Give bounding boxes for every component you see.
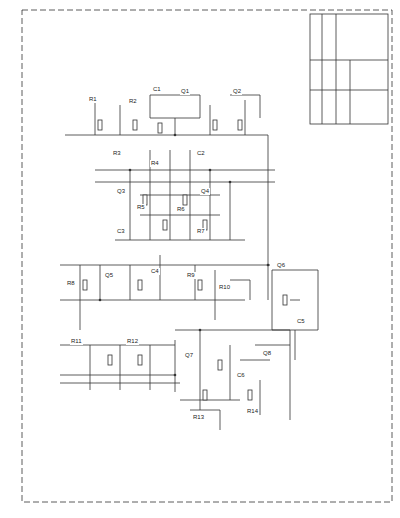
part-label: C3 — [116, 228, 126, 235]
resistor-symbol — [213, 120, 217, 130]
wires-main — [60, 135, 275, 392]
resistor-symbol — [158, 123, 162, 133]
part-label: C4 — [150, 268, 160, 275]
title-block-grid — [310, 14, 388, 124]
resistor-symbol — [163, 220, 167, 230]
resistor-symbol — [138, 355, 142, 365]
part-label: Q7 — [184, 352, 194, 359]
part-label: R14 — [246, 408, 259, 415]
resistor-symbol — [203, 390, 207, 400]
resistor-symbol — [183, 195, 187, 205]
part-label: R1 — [88, 96, 98, 103]
part-label: R11 — [70, 338, 83, 345]
wires-lower — [175, 330, 290, 430]
part-label: Q5 — [104, 272, 114, 279]
title-block — [310, 14, 388, 124]
part-label: R10 — [218, 284, 231, 291]
resistor-symbol — [218, 360, 222, 370]
part-label: R3 — [112, 150, 122, 157]
resistor-symbol — [108, 355, 112, 365]
part-label: R8 — [66, 280, 76, 287]
part-label: R7 — [196, 228, 206, 235]
resistor-symbol — [198, 280, 202, 290]
part-label: R2 — [128, 98, 138, 105]
part-label: R12 — [126, 338, 139, 345]
part-label: C1 — [152, 86, 162, 93]
wires-top — [95, 95, 260, 135]
part-label: C6 — [236, 372, 246, 379]
resistor-symbol — [133, 120, 137, 130]
resistor-symbol — [83, 280, 87, 290]
resistor-symbol — [283, 295, 287, 305]
resistor-symbol — [98, 120, 102, 130]
part-label: Q8 — [262, 350, 272, 357]
part-label: Q6 — [276, 262, 286, 269]
resistor-symbol — [138, 280, 142, 290]
part-label: Q3 — [116, 188, 126, 195]
wires-middle — [60, 255, 250, 330]
wires-lower-left — [90, 345, 150, 390]
part-label: R5 — [136, 204, 146, 211]
resistor-symbol — [238, 120, 242, 130]
wires-right-block — [272, 270, 318, 360]
part-label: R4 — [150, 160, 160, 167]
part-label: C2 — [196, 150, 206, 157]
part-label: Q2 — [232, 88, 242, 95]
part-label: R6 — [176, 206, 186, 213]
part-label: C5 — [296, 318, 306, 325]
part-label: R13 — [192, 414, 205, 421]
part-label: R9 — [186, 272, 196, 279]
wires-transistor-array — [130, 150, 230, 240]
part-label: Q4 — [200, 188, 210, 195]
part-label: Q1 — [180, 88, 190, 95]
sheet-frame — [22, 10, 392, 502]
resistor-symbol — [248, 390, 252, 400]
